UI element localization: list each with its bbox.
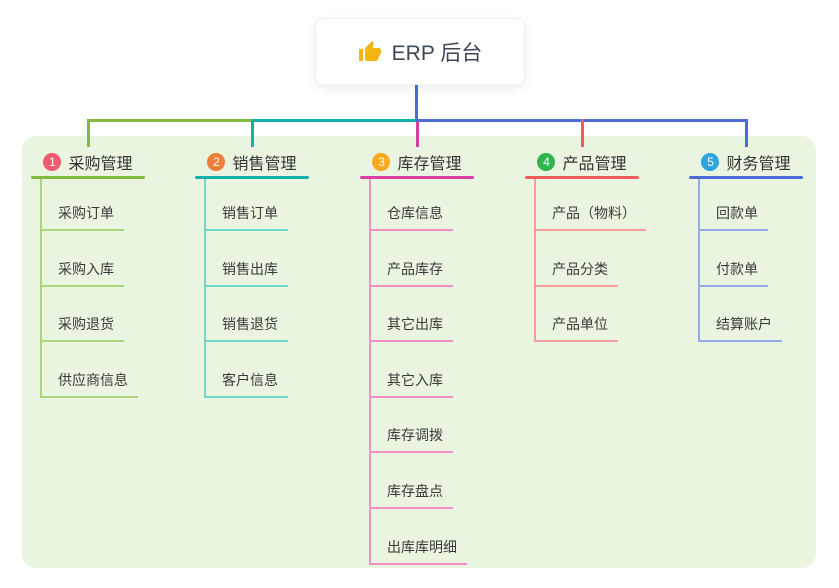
child-topic[interactable]: 产品（物料） [534,200,646,231]
child-topic-label: 其它出库 [387,316,443,332]
branch-index-badge: 4 [537,152,556,171]
branch-drop-line [745,119,748,147]
child-topic[interactable]: 出库库明细 [369,534,467,565]
child-topic-label: 销售退货 [222,316,278,332]
branch-topic-label: 库存管理 [397,155,462,173]
child-topic[interactable]: 回款单 [698,200,768,231]
branch-children-line [369,179,371,565]
branch-drop-line [416,122,419,147]
branch-index-badge: 3 [372,152,391,171]
child-topic-label: 结算账户 [716,316,772,332]
branch-index-badge: 2 [207,152,226,171]
bus-line-segment [251,119,418,122]
branch-index-badge: 5 [701,152,720,171]
bus-line-segment [87,119,252,122]
child-topic[interactable]: 采购入库 [40,256,124,287]
root-connector-line [415,83,418,119]
branch-underline [525,176,639,179]
child-topic[interactable]: 产品分类 [534,256,618,287]
child-topic-label: 采购退货 [58,316,114,332]
child-topic-label: 采购订单 [58,205,114,221]
child-topic[interactable]: 库存调拨 [369,422,453,453]
branch-children-line [698,179,700,342]
branch-topic-1[interactable]: 1 采购管理 [31,144,145,179]
branch-topic-label: 产品管理 [562,155,627,173]
branch-children-line [534,179,536,342]
branch-underline [31,176,145,179]
child-topic-label: 客户信息 [222,372,278,388]
branches-panel [22,136,816,568]
child-topic[interactable]: 仓库信息 [369,200,453,231]
child-topic-label: 销售出库 [222,261,278,277]
branch-topic-label: 采购管理 [68,155,133,173]
child-topic-label: 产品库存 [387,261,443,277]
child-topic[interactable]: 销售订单 [204,200,288,231]
branch-drop-line [251,119,254,147]
child-topic-label: 产品（物料） [552,205,636,221]
child-topic-label: 仓库信息 [387,205,443,221]
branch-topic-label: 财务管理 [726,155,791,173]
child-topic-label: 库存盘点 [387,483,443,499]
branch-drop-line [581,119,584,147]
child-topic-label: 其它入库 [387,372,443,388]
branch-underline [689,176,803,179]
child-topic-label: 采购入库 [58,261,114,277]
child-topic[interactable]: 采购退货 [40,311,124,342]
child-topic-label: 供应商信息 [58,372,128,388]
child-topic-label: 产品分类 [552,261,608,277]
branch-underline [360,176,474,179]
branch-topic-2[interactable]: 2 销售管理 [195,144,309,179]
child-topic-label: 付款单 [716,261,758,277]
branch-topic-label: 销售管理 [232,155,297,173]
child-topic-label: 库存调拨 [387,427,443,443]
branch-topic-5[interactable]: 5 财务管理 [689,144,803,179]
root-label: ERP 后台 [391,41,483,65]
child-topic[interactable]: 库存盘点 [369,478,453,509]
branch-children-line [40,179,42,398]
child-topic[interactable]: 销售退货 [204,311,288,342]
branch-topic-4[interactable]: 4 产品管理 [525,144,639,179]
child-topic[interactable]: 客户信息 [204,367,288,398]
child-topic[interactable]: 销售出库 [204,256,288,287]
child-topic[interactable]: 产品库存 [369,256,453,287]
child-topic-label: 销售订单 [222,205,278,221]
child-topic[interactable]: 产品单位 [534,311,618,342]
child-topic[interactable]: 采购订单 [40,200,124,231]
child-topic-label: 出库库明细 [387,539,457,555]
child-topic-label: 产品单位 [552,316,608,332]
child-topic-label: 回款单 [716,205,758,221]
branch-topic-3[interactable]: 3 库存管理 [360,144,474,179]
branch-drop-line [87,119,90,147]
child-topic[interactable]: 付款单 [698,256,768,287]
thumbs-up-icon [358,40,382,64]
root-node[interactable]: ERP 后台 [315,18,525,85]
child-topic[interactable]: 结算账户 [698,311,782,342]
child-topic[interactable]: 供应商信息 [40,367,138,398]
branch-underline [195,176,309,179]
branch-index-badge: 1 [43,152,62,171]
branch-children-line [204,179,206,398]
child-topic[interactable]: 其它入库 [369,367,453,398]
child-topic[interactable]: 其它出库 [369,311,453,342]
